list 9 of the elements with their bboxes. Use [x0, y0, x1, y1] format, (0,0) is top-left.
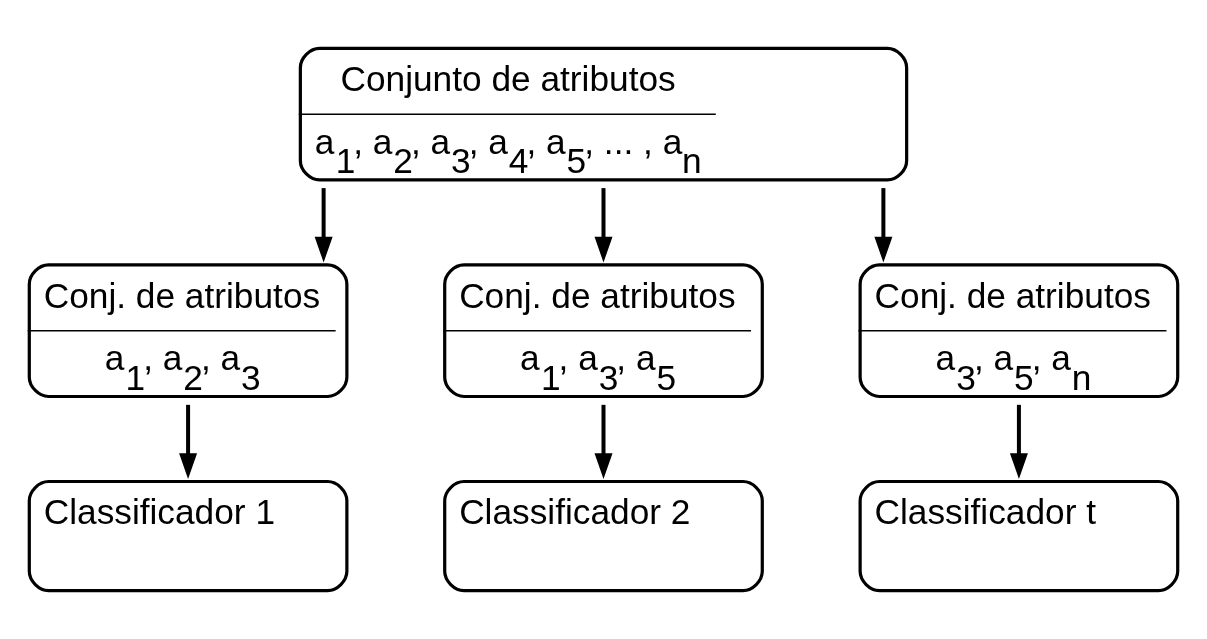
arrow	[594, 404, 613, 479]
arrow	[594, 188, 613, 263]
node-box: Classificador 1	[27, 479, 349, 593]
arrow	[874, 188, 893, 263]
node-box: Classificador 2	[443, 479, 764, 593]
arrow	[1009, 404, 1028, 479]
arrow	[314, 188, 333, 263]
node-box: Classificador t	[858, 479, 1180, 593]
arrow	[179, 404, 198, 479]
